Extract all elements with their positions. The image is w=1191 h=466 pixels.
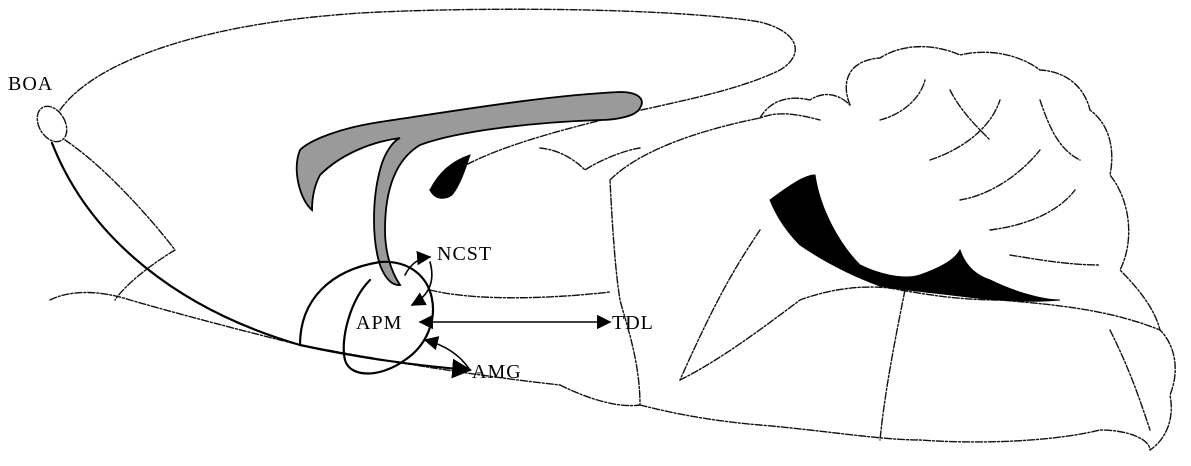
cerebrum-outline [60,9,795,190]
label-ncst: NCST [437,243,492,266]
cerebellum-folia [880,80,1100,265]
pons-outline [640,405,1150,450]
olfactory-peduncle-outline [65,140,175,300]
brainstem-outline [680,287,1160,380]
fourth-ventricle [770,175,1060,301]
label-amg: AMG [472,361,522,384]
label-boa: BOA [8,73,53,96]
lateral-ventricle [430,155,470,198]
division-lines [680,230,1150,440]
boa-to-amg-pathway [52,143,470,370]
label-apm: APM [356,312,402,335]
cerebellum-outline [846,47,1175,450]
label-tdl: TDL [612,312,654,335]
olfactory-bulb-boa [31,101,73,147]
ncst-to-apm-arrow [412,262,432,305]
midbrain-outline [610,114,820,180]
